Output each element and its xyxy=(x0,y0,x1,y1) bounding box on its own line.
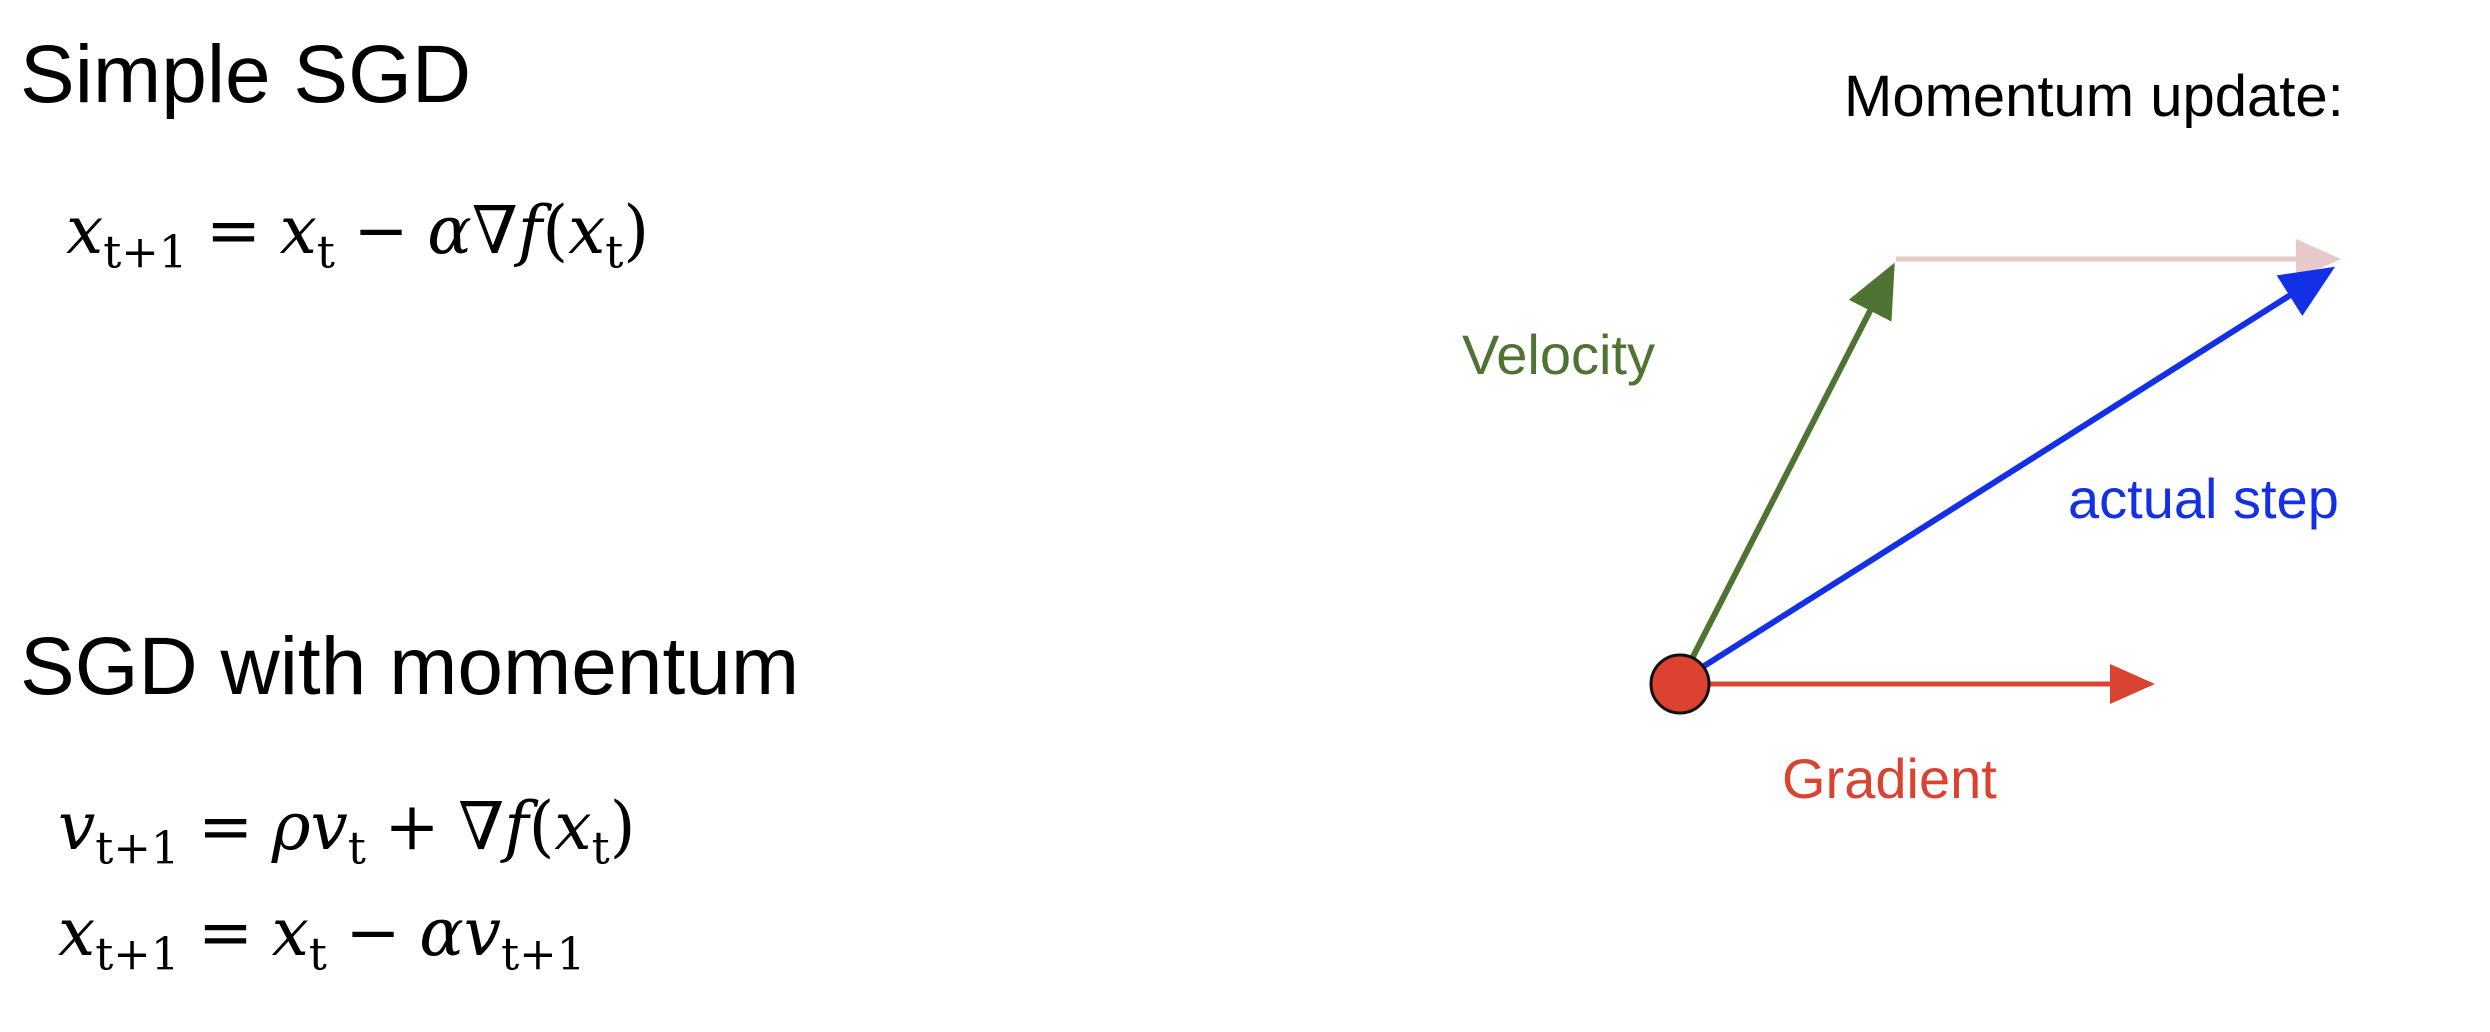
v-var: v xyxy=(310,788,348,865)
gradient-label: Gradient xyxy=(1782,747,1997,810)
v-var: v xyxy=(463,894,502,971)
nabla-symbol: ∇ xyxy=(471,192,518,269)
lhs-sub: t+1 xyxy=(95,821,180,875)
momentum-sgd-title: SGD with momentum xyxy=(20,621,800,712)
close-paren: ) xyxy=(609,788,636,865)
simple-sgd-equation: xt+1=xt−α∇f(xt) xyxy=(66,198,649,275)
equals-sign: = xyxy=(197,894,254,971)
actual-step-label: actual step xyxy=(2068,467,2339,530)
open-paren: ( xyxy=(542,192,569,269)
simple-sgd-title: Simple SGD xyxy=(20,29,472,120)
velocity-label: Velocity xyxy=(1462,323,1655,386)
open-paren: ( xyxy=(528,788,555,865)
x-sub: t xyxy=(308,927,327,981)
minus-sign: − xyxy=(345,894,401,971)
lhs-var: x xyxy=(58,894,96,971)
alpha-symbol: α xyxy=(427,192,472,269)
arg-sub: t xyxy=(605,225,624,279)
lhs-sub: t+1 xyxy=(95,927,180,981)
rho-symbol: ρ xyxy=(271,788,311,865)
origin-point xyxy=(1649,653,1711,715)
f-symbol: f xyxy=(517,192,543,269)
lhs-var: v xyxy=(58,788,96,865)
momentum-v-equation: vt+1=ρvt+∇f(xt) xyxy=(58,794,635,871)
f-symbol: f xyxy=(504,788,529,865)
equals-sign: = xyxy=(197,788,254,865)
arg-sub: t xyxy=(591,821,610,875)
x-var: x xyxy=(279,192,317,269)
arg-var: x xyxy=(568,192,606,269)
nabla-symbol: ∇ xyxy=(458,788,505,865)
diagram-title: Momentum update: xyxy=(1844,64,2344,129)
arg-var: x xyxy=(554,788,592,865)
alpha-symbol: α xyxy=(419,894,464,971)
velocity-arrow xyxy=(1677,262,1895,684)
momentum-x-equation: xt+1=xt−αvt+1 xyxy=(58,900,585,977)
minus-sign: − xyxy=(353,192,409,269)
actual-step-arrow xyxy=(1680,266,2336,683)
plus-sign: + xyxy=(384,788,440,865)
v-sub: t xyxy=(347,821,366,875)
lhs-var: x xyxy=(66,192,104,269)
x-var: x xyxy=(271,894,309,971)
x-sub: t xyxy=(316,225,335,279)
close-paren: ) xyxy=(623,192,650,269)
equals-sign: = xyxy=(205,192,262,269)
v-sub: t+1 xyxy=(501,927,586,981)
lhs-sub: t+1 xyxy=(103,225,188,279)
